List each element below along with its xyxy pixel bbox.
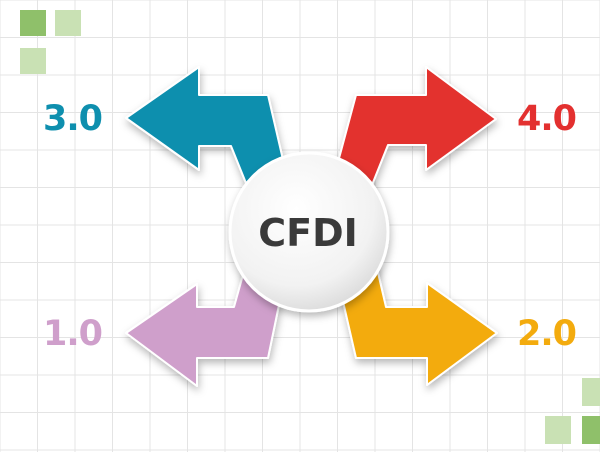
center-label: CFDI — [258, 211, 358, 255]
decor-square — [545, 416, 571, 444]
version-labels: 3.0 4.0 1.0 2.0 — [43, 99, 577, 354]
label-3-0: 3.0 — [43, 99, 102, 139]
decor-square — [582, 378, 600, 406]
decor-square — [20, 48, 46, 74]
decorative-squares-bottom-right — [545, 378, 600, 444]
center-badge: CFDI — [228, 151, 390, 313]
decorative-squares-top-left — [20, 10, 81, 74]
label-1-0: 1.0 — [43, 314, 102, 354]
decor-square — [20, 10, 46, 36]
label-4-0: 4.0 — [517, 99, 576, 139]
center-disc — [228, 151, 390, 313]
decor-square — [55, 10, 81, 36]
decor-square — [582, 416, 600, 444]
label-2-0: 2.0 — [517, 314, 576, 354]
arrows — [125, 66, 498, 387]
